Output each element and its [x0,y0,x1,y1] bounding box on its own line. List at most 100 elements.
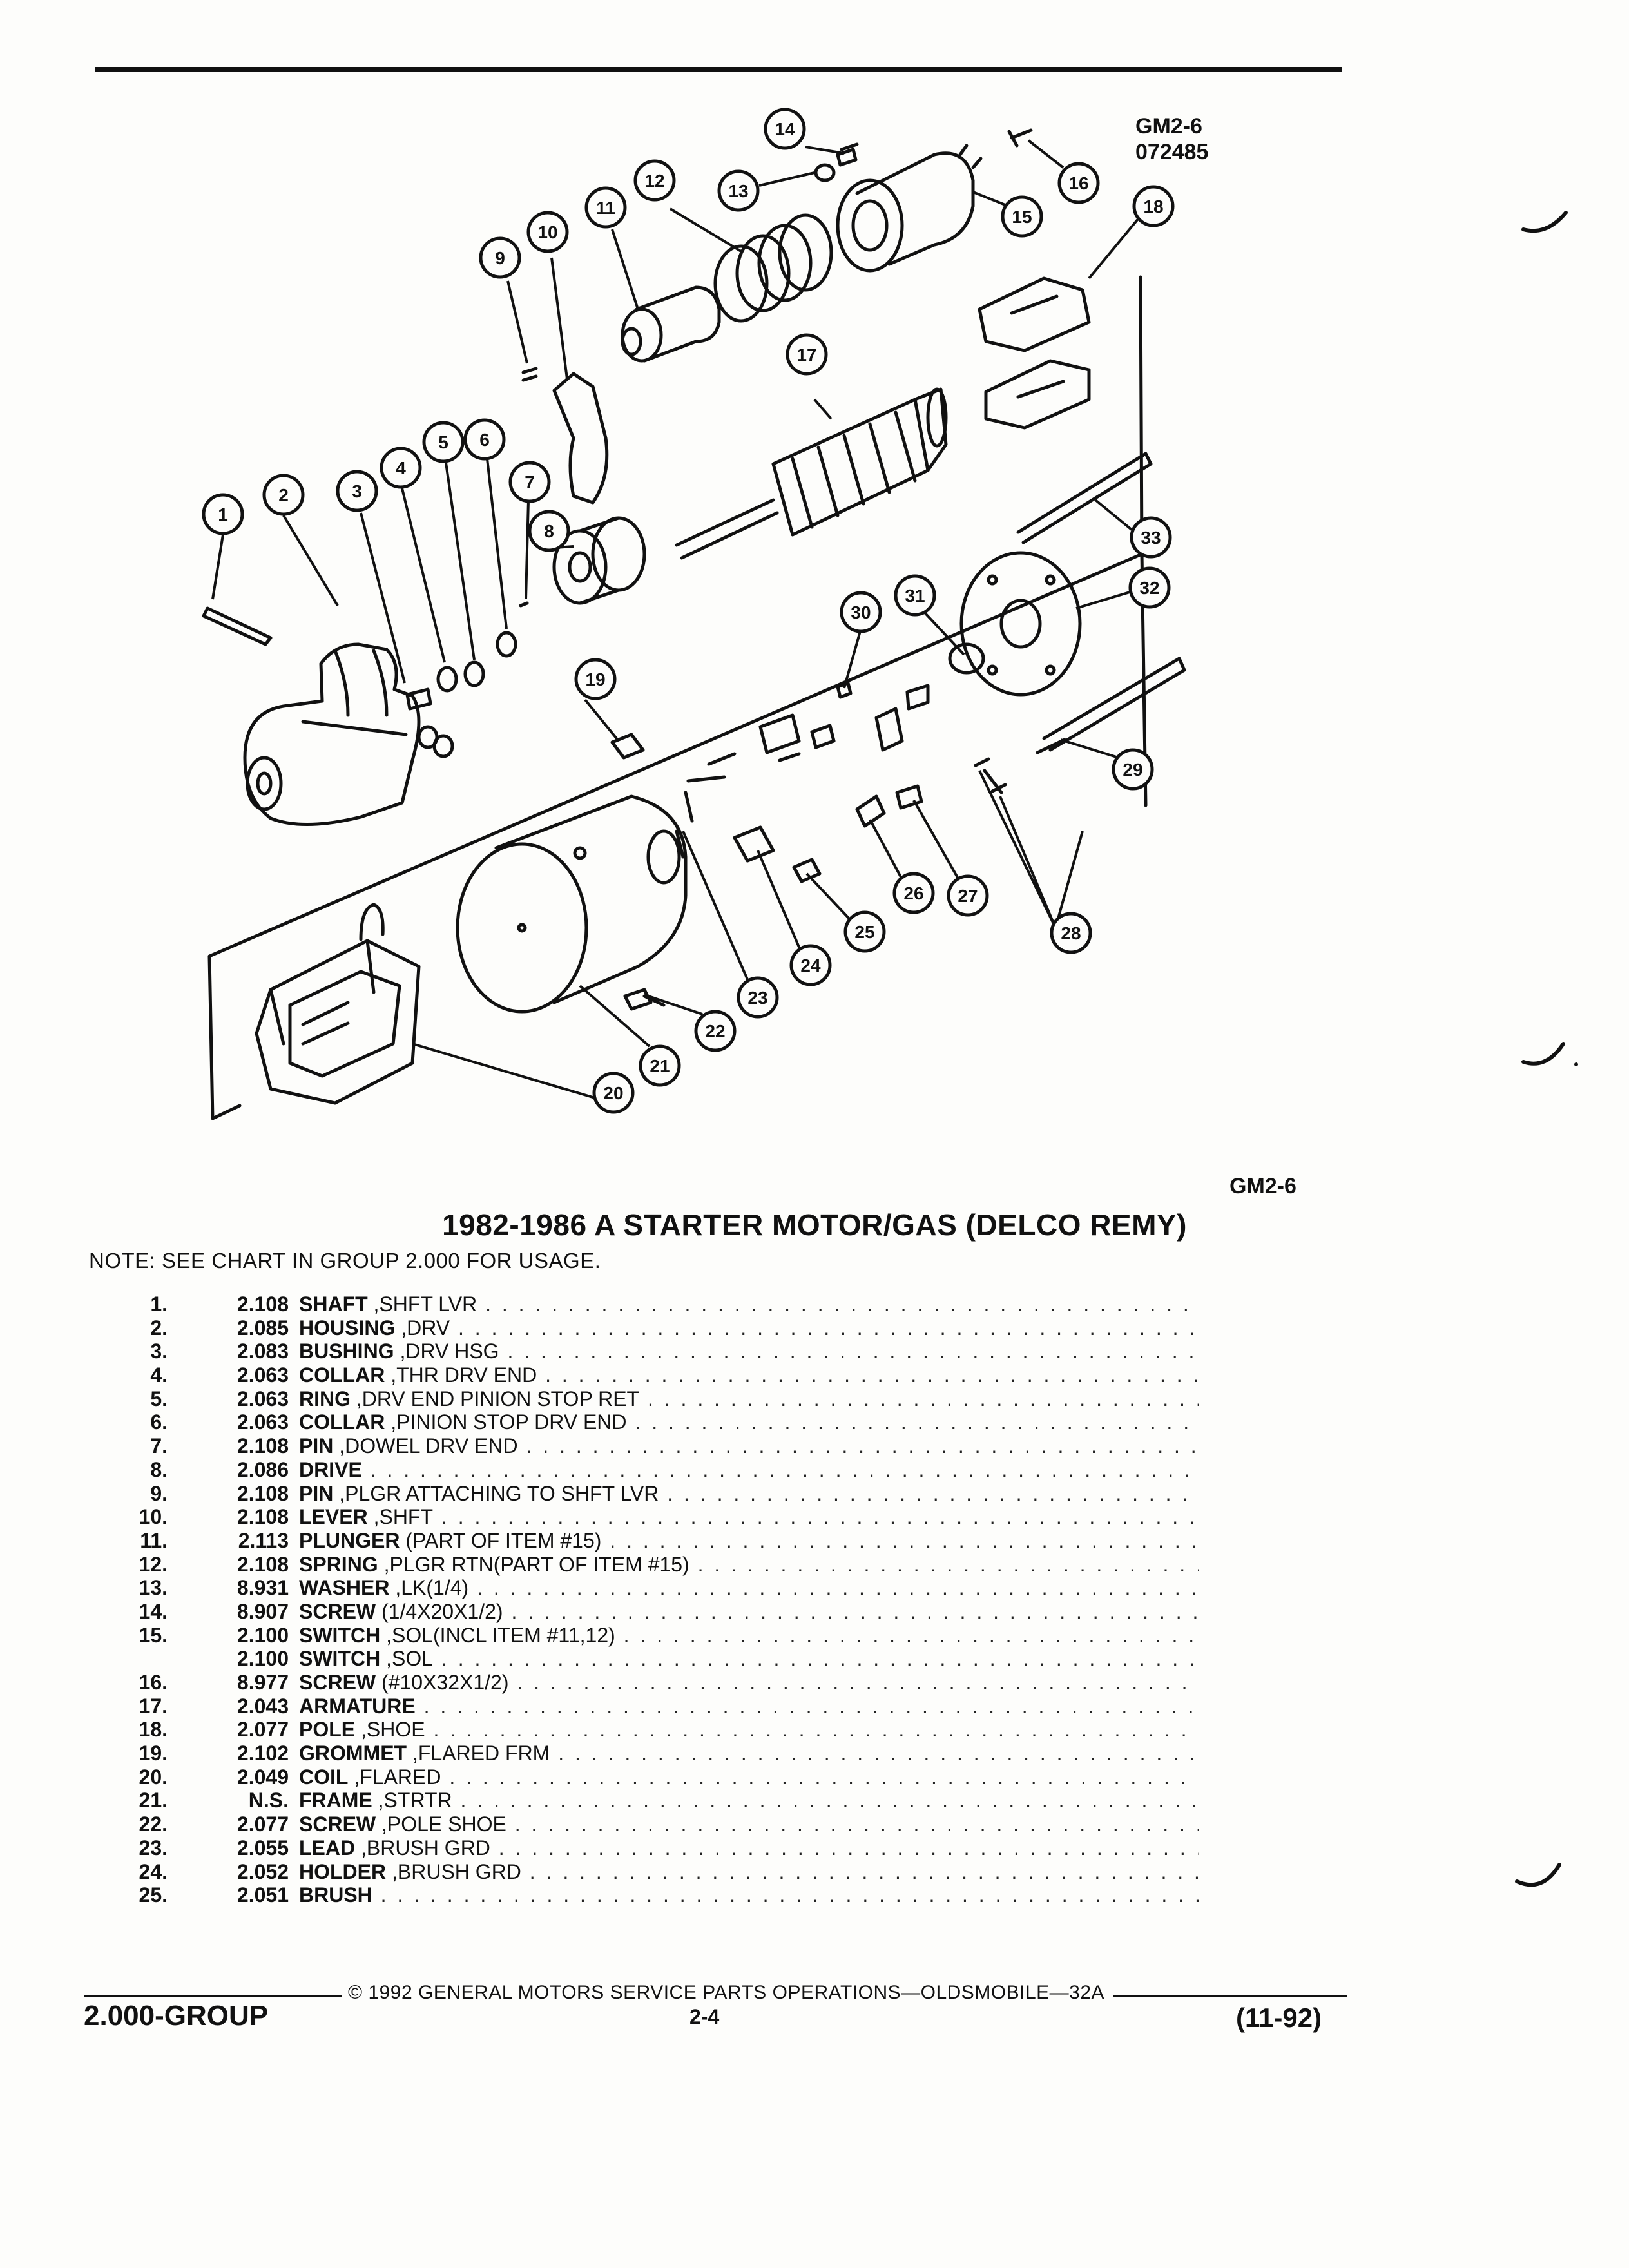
group-number: 2.063 [236,1363,289,1387]
part-name: COLLAR [299,1410,385,1434]
part-description: HOUSING ,DRV . . . . . . . . . . . . . .… [299,1316,1199,1340]
part-name: SWITCH [299,1623,381,1647]
part-name: SWITCH [299,1647,381,1671]
callout-14: 14 [775,119,795,139]
part-shaft [202,606,273,646]
group-number: 2.043 [236,1694,289,1718]
part-number: 4. [150,1363,168,1387]
part-field-coil [255,903,421,1105]
parts-row: 8. 2.086 DRIVE . . . . . . . . . . . . . .… [97,1458,1199,1482]
dot-leader: . . . . . . . . . . . . . . . . . . . . … [485,1293,1199,1316]
part-brush [792,858,822,883]
part-name: ARMATURE [299,1694,416,1718]
parts-row: 22. 2.077 SCREW ,POLE SHOE . . . . . . . .… [97,1812,1199,1836]
part-description: HOLDER ,BRUSH GRD . . . . . . . . . . . … [299,1860,1199,1884]
part-name: GROMMET [299,1742,407,1765]
part-description: SCREW ,POLE SHOE . . . . . . . . . . . .… [299,1812,1199,1836]
dot-leader: . . . . . . . . . . . . . . . . . . . . … [517,1671,1199,1694]
part-description: POLE ,SHOE . . . . . . . . . . . . . . .… [299,1718,1199,1742]
part-number: 24. [139,1860,168,1883]
part-name: WASHER [299,1576,390,1600]
part-shift-lever [552,372,609,505]
part-bushing [405,687,432,711]
part-number: 3. [150,1340,168,1363]
part-solenoid-switch [836,144,983,273]
callout-32: 32 [1139,578,1159,598]
callout-33: 33 [1141,528,1161,548]
part-description: SPRING ,PLGR RTN(PART OF ITEM #15) . . .… [299,1553,1199,1577]
callout-8: 8 [544,521,554,541]
part-number: 15. [139,1623,168,1647]
part-through-bolt [1042,657,1186,752]
part-description: PLUNGER (PART OF ITEM #15) . . . . . . .… [299,1529,1199,1553]
part-name: SHAFT [299,1293,368,1316]
part-detail: ,STRTR [372,1789,452,1812]
dot-leader: . . . . . . . . . . . . . . . . . . . . … [423,1694,1199,1718]
callout-13: 13 [728,181,748,201]
part-number: 8. [150,1457,168,1481]
dot-leader: . . . . . . . . . . . . . . . . . . . . … [441,1647,1199,1671]
part-screw-14 [836,142,859,167]
group-number: 2.077 [236,1812,289,1836]
part-number: 21. [139,1789,168,1812]
part-description: PIN ,PLGR ATTACHING TO SHFT LVR . . . . … [299,1482,1199,1506]
part-detail: ,SOL [380,1647,434,1671]
callout-12: 12 [644,171,664,191]
dot-leader: . . . . . . . . . . . . . . . . . . . . … [697,1552,1199,1576]
callout-7: 7 [525,472,535,492]
part-screw-16 [1007,128,1033,148]
top-rule [95,67,1342,72]
figure-reference: GM2-6 [1229,1174,1296,1198]
part-drive [552,516,646,605]
callout-4: 4 [396,458,406,478]
callout-5: 5 [438,432,448,452]
group-number: 2.086 [236,1457,289,1481]
part-description: RING ,DRV END PINION STOP RET . . . . . … [299,1387,1199,1411]
part-description: SCREW (1/4X20X1/2) . . . . . . . . . . .… [299,1600,1199,1624]
callout-1: 1 [218,505,228,524]
callout-2: 2 [278,485,289,505]
group-number: 2.102 [236,1742,289,1765]
part-screw-28 [974,757,1007,794]
callout-28: 28 [1061,923,1081,943]
group-number: N.S. [248,1789,289,1812]
part-starter-frame [456,794,688,1014]
part-name: SCREW [299,1812,376,1836]
callout-23: 23 [747,988,767,1008]
part-drive-housing [243,642,421,827]
part-detail: ,PLGR RTN(PART OF ITEM #15) [378,1552,689,1576]
dot-leader: . . . . . . . . . . . . . . . . . . . . … [623,1623,1199,1647]
dot-leader: . . . . . . . . . . . . . . . . . . . . … [529,1860,1199,1883]
part-name: SCREW [299,1599,376,1623]
part-number: 25. [139,1883,168,1907]
group-number: 2.077 [236,1718,289,1742]
part-name: DRIVE [299,1457,362,1481]
part-description: DRIVE . . . . . . . . . . . . . . . . . … [299,1458,1199,1482]
part-armature [675,387,948,560]
part-name: COLLAR [299,1363,385,1387]
group-number: 8.977 [236,1671,289,1694]
dot-leader: . . . . . . . . . . . . . . . . . . . . … [558,1742,1199,1765]
footer-rule-right [1113,1995,1347,1997]
group-number: 2.083 [236,1340,289,1363]
margin-mark [1521,1042,1578,1066]
part-brush-27 [895,784,923,810]
part-number: 22. [139,1812,168,1836]
part-description: WASHER ,LK(1/4) . . . . . . . . . . . . … [299,1576,1199,1600]
part-name: RING [299,1387,351,1410]
diagram-code-id: GM2-6 [1135,114,1202,139]
revision-date: (11-92) [1236,2003,1322,2033]
part-detail: ,DRV HSG [394,1340,499,1363]
